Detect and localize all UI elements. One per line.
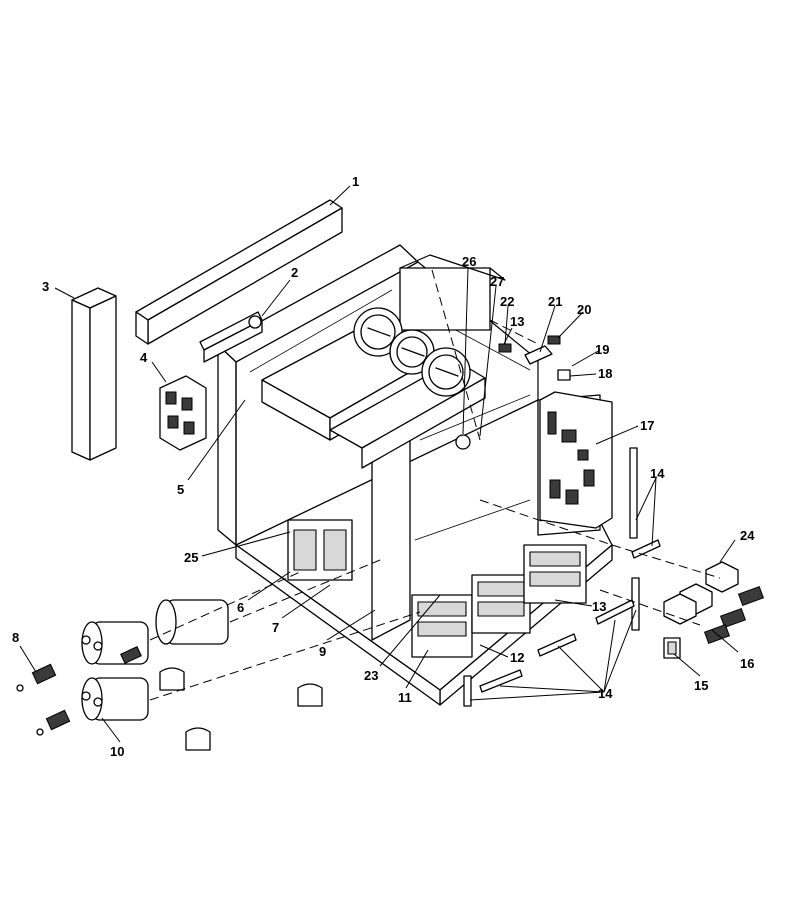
callout-26: 26 (462, 254, 476, 269)
callout-16: 16 (740, 656, 754, 671)
part-8-spring (16, 646, 142, 736)
callout-labels: 1 2 3 4 5 6 7 8 9 10 11 12 13 13 14 14 1… (12, 174, 755, 759)
callout-10: 10 (110, 744, 124, 759)
callout-23: 23 (364, 668, 378, 683)
callout-9: 9 (319, 644, 326, 659)
callout-6: 6 (237, 600, 244, 615)
assembly-dashed-lines (149, 269, 721, 701)
part-2-bracket (199, 311, 263, 363)
callout-20: 20 (577, 302, 591, 317)
callout-15: 15 (694, 678, 708, 693)
callout-13-bottom: 13 (592, 599, 606, 614)
part-24-connector (663, 561, 739, 625)
callout-7: 7 (272, 620, 279, 635)
transformer-11 (411, 544, 587, 658)
callout-19: 19 (595, 342, 609, 357)
callout-leader-lines (19, 185, 739, 743)
part-17-circuit-board (539, 391, 613, 529)
callout-3: 3 (42, 279, 49, 294)
callout-12: 12 (510, 650, 524, 665)
callout-2: 2 (291, 265, 298, 280)
clamp-brackets (159, 667, 323, 751)
callout-8: 8 (12, 630, 19, 645)
part-3-side-column (71, 287, 117, 461)
callout-22: 22 (500, 294, 514, 309)
callout-24: 24 (740, 528, 755, 543)
part-1-top-cover (135, 199, 343, 345)
small-hardware-parts (455, 335, 571, 450)
callout-21: 21 (548, 294, 562, 309)
callout-14-bottom: 14 (598, 686, 613, 701)
callout-27: 27 (490, 274, 504, 289)
part-16-cable-ends (703, 585, 765, 645)
callout-25: 25 (184, 550, 198, 565)
callout-4: 4 (140, 350, 148, 365)
callout-11: 11 (398, 690, 412, 705)
part-4-terminal-block (159, 375, 207, 451)
callout-18: 18 (598, 366, 612, 381)
callout-14-right: 14 (650, 466, 665, 481)
gear-icon (353, 307, 471, 397)
callout-1: 1 (352, 174, 359, 189)
part-15-grommet (663, 637, 681, 659)
callout-5: 5 (177, 482, 184, 497)
transformer-6 (287, 519, 353, 581)
capacitor-group-10 (81, 599, 229, 721)
callout-17: 17 (640, 418, 654, 433)
callout-13-top: 13 (510, 314, 524, 329)
